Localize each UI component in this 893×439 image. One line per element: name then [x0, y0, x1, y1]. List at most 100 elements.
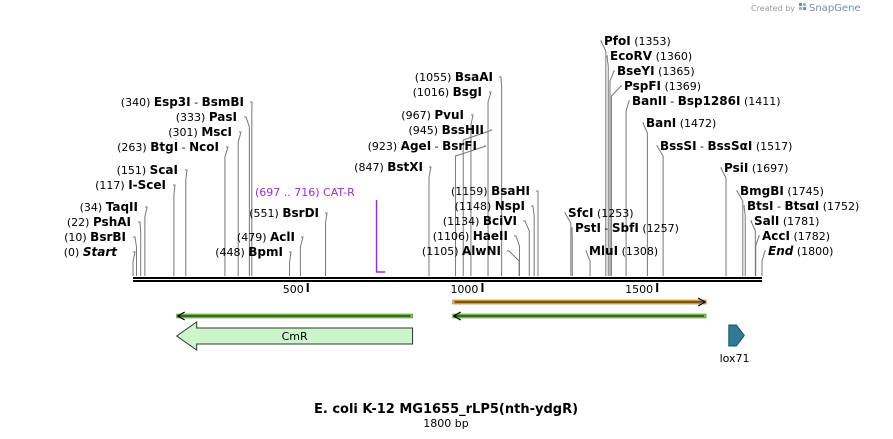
site-label-gap: - — [191, 96, 202, 109]
site-enzyme-name: PspFI — [624, 79, 661, 93]
site-position: (1411) — [744, 95, 781, 108]
restriction-site-label[interactable]: BssSI - BssSαI (1517) — [660, 139, 792, 153]
restriction-site-label[interactable]: (333) PasI — [176, 110, 237, 124]
site-position: (479) — [237, 231, 267, 244]
restriction-site-label[interactable]: (1105) AlwNI — [422, 244, 501, 258]
site-leader-line — [720, 167, 727, 276]
restriction-site-label[interactable]: (847) BstXI — [354, 160, 423, 174]
restriction-site-label[interactable]: PstI - SbfI (1257) — [575, 221, 679, 235]
restriction-site-label[interactable]: (945) BssHII — [409, 123, 485, 137]
restriction-site-label[interactable]: (1016) BsgI — [413, 85, 482, 99]
site-enzyme-name: AccI — [762, 229, 790, 243]
restriction-site-label[interactable]: PspFI (1369) — [624, 79, 701, 93]
restriction-site-label[interactable]: End (1800) — [768, 244, 833, 258]
annotation-bar[interactable] — [176, 311, 413, 321]
site-position: (301) — [168, 126, 198, 139]
restriction-site-label[interactable]: EcoRV (1360) — [610, 49, 692, 63]
site-enzyme-name-2: NcoI — [189, 140, 219, 154]
site-enzyme-name-2: BsrFI — [442, 139, 477, 153]
restriction-site-label[interactable]: (151) ScaI — [117, 163, 178, 177]
feature-cmr[interactable]: CmR — [175, 321, 414, 351]
backbone-strand-bottom — [133, 280, 762, 282]
site-enzyme-name: Esp3I — [154, 95, 191, 109]
feature-arrow-shape[interactable] — [175, 321, 414, 351]
restriction-site-label[interactable]: (1106) HaeII — [433, 229, 508, 243]
restriction-site-labels: (340) Esp3I - BsmBI(333) PasI(301) MscI(… — [64, 34, 860, 259]
restriction-site-label[interactable]: BmgBI (1745) — [740, 184, 824, 198]
annotation-bar[interactable] — [452, 311, 707, 321]
restriction-site-label[interactable]: AccI (1782) — [762, 229, 830, 243]
primer-arrow[interactable] — [375, 200, 386, 273]
restriction-site-label[interactable]: (10) BsrBI — [64, 230, 126, 244]
site-position: (22) — [67, 216, 90, 229]
restriction-site-label[interactable]: (479) AclI — [237, 230, 295, 244]
site-leader-line — [144, 206, 148, 276]
site-enzyme-name: BciVI — [483, 214, 517, 228]
site-position: (945) — [409, 124, 439, 137]
backbone-strand-top — [133, 277, 762, 279]
restriction-site-label[interactable]: BanII - Bsp1286I (1411) — [632, 94, 781, 108]
restriction-site-label[interactable]: (117) I-SceI — [95, 178, 166, 192]
restriction-site-label[interactable]: BtsI - BtsαI (1752) — [747, 199, 859, 213]
site-position: (1353) — [634, 35, 671, 48]
site-leader-line — [656, 145, 664, 276]
site-leader-line — [133, 236, 137, 276]
restriction-site-label[interactable]: (1148) NspI — [455, 199, 525, 213]
restriction-site-label[interactable]: (923) AgeI - BsrFI — [368, 139, 477, 153]
restriction-site-label[interactable]: (1055) BsaAI — [415, 70, 493, 84]
feature-arrow-shape[interactable] — [728, 324, 745, 347]
restriction-site-label[interactable]: SalI (1781) — [754, 214, 819, 228]
site-position: (1745) — [787, 185, 824, 198]
site-position: (0) — [64, 246, 80, 259]
site-enzyme-name: BtsI — [747, 199, 774, 213]
restriction-site-label[interactable]: (967) PvuI — [401, 108, 464, 122]
site-position: (1800) — [797, 245, 834, 258]
site-position: (1106) — [433, 230, 470, 243]
primer-label[interactable]: (697 .. 716) CAT-R — [255, 186, 355, 199]
restriction-site-label[interactable]: (301) MscI — [168, 125, 232, 139]
site-enzyme-name: BmgBI — [740, 184, 784, 198]
primer-cat-r[interactable]: (697 .. 716) CAT-R — [255, 186, 386, 273]
map-length: 1800 bp — [423, 417, 468, 430]
site-enzyme-name: TaqII — [106, 200, 138, 214]
site-position: (1016) — [413, 86, 450, 99]
restriction-site-label[interactable]: BanI (1472) — [646, 116, 716, 130]
restriction-site-label[interactable]: BseYI (1365) — [617, 64, 695, 78]
site-leader-line — [761, 250, 766, 276]
site-leader-line — [470, 114, 474, 276]
site-position: (1148) — [455, 200, 492, 213]
restriction-site-label[interactable]: (263) BtgI - NcoI — [117, 140, 219, 154]
restriction-site-label[interactable]: (22) PshAI — [67, 215, 131, 229]
feature-label: lox71 — [720, 352, 750, 365]
restriction-site-label[interactable]: (551) BsrDI — [249, 206, 319, 220]
annotation-bar[interactable] — [452, 297, 707, 307]
site-enzyme-name: AgeI — [401, 139, 431, 153]
restriction-site-label[interactable]: (448) BpmI — [215, 245, 283, 259]
restriction-site-label[interactable]: (34) TaqII — [80, 200, 138, 214]
restriction-site-label[interactable]: PsiI (1697) — [724, 161, 788, 175]
site-leader-line — [455, 145, 487, 276]
site-leader-line — [462, 129, 493, 276]
restriction-site-label[interactable]: (1134) BciVI — [443, 214, 517, 228]
site-position: (448) — [215, 246, 245, 259]
site-enzyme-name: BsrDI — [282, 206, 319, 220]
restriction-site-label[interactable]: MluI (1308) — [589, 244, 658, 258]
site-position: (1253) — [597, 207, 634, 220]
site-label-gap: - — [697, 140, 708, 153]
site-position: (117) — [95, 179, 125, 192]
restriction-site-label[interactable]: (340) Esp3I - BsmBI — [121, 95, 244, 109]
site-enzyme-name: I-SceI — [128, 178, 166, 192]
site-leader-line — [536, 190, 539, 276]
feature-lox71[interactable]: lox71 — [720, 324, 750, 365]
site-enzyme-name: AclI — [270, 230, 295, 244]
site-leader-line — [564, 212, 572, 276]
site-leader-line — [132, 251, 136, 276]
site-enzyme-name: BseYI — [617, 64, 655, 78]
restriction-site-label[interactable]: (0) Start — [64, 245, 118, 259]
restriction-site-label[interactable]: PfoI (1353) — [604, 34, 671, 48]
site-leader-line — [531, 205, 535, 276]
restriction-site-label[interactable]: (1159) BsaHI — [451, 184, 530, 198]
arrowhead-right-icon — [697, 297, 707, 307]
snapgene-logo-text: SnapGene — [809, 3, 861, 14]
restriction-site-label[interactable]: SfcI (1253) — [568, 206, 634, 220]
